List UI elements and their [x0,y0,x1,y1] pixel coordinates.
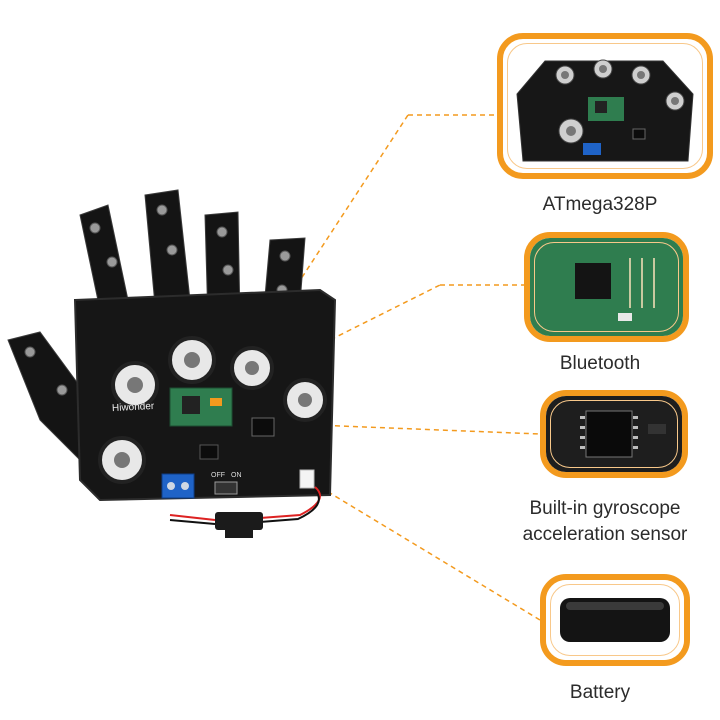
switch-off-label: OFF [211,472,225,479]
bluetooth-callout-frame [524,232,689,342]
bluetooth-module-picture [530,238,683,336]
gyro-callout-frame [540,390,688,478]
gyro-label-line2: acceleration sensor [522,524,688,545]
gyro-label: Built-in gyroscope acceleration sensor [490,496,720,548]
leader-line-gyro [289,423,541,435]
bluetooth-label: Bluetooth [559,353,641,374]
gyro-chip-picture [546,396,682,472]
gyro-label-line1: Built-in gyroscope [529,498,681,519]
atmega-label: ATmega328P [542,194,658,215]
leader-line-battery [319,486,541,621]
switch-on-label: ON [231,472,242,479]
atmega-callout-frame [497,33,713,179]
board-brand-text: Hiwonder [111,400,155,415]
battery-label: Battery [569,682,631,703]
atmega-board-picture [516,59,694,162]
battery-callout-frame [540,574,690,666]
battery-picture [546,580,684,660]
